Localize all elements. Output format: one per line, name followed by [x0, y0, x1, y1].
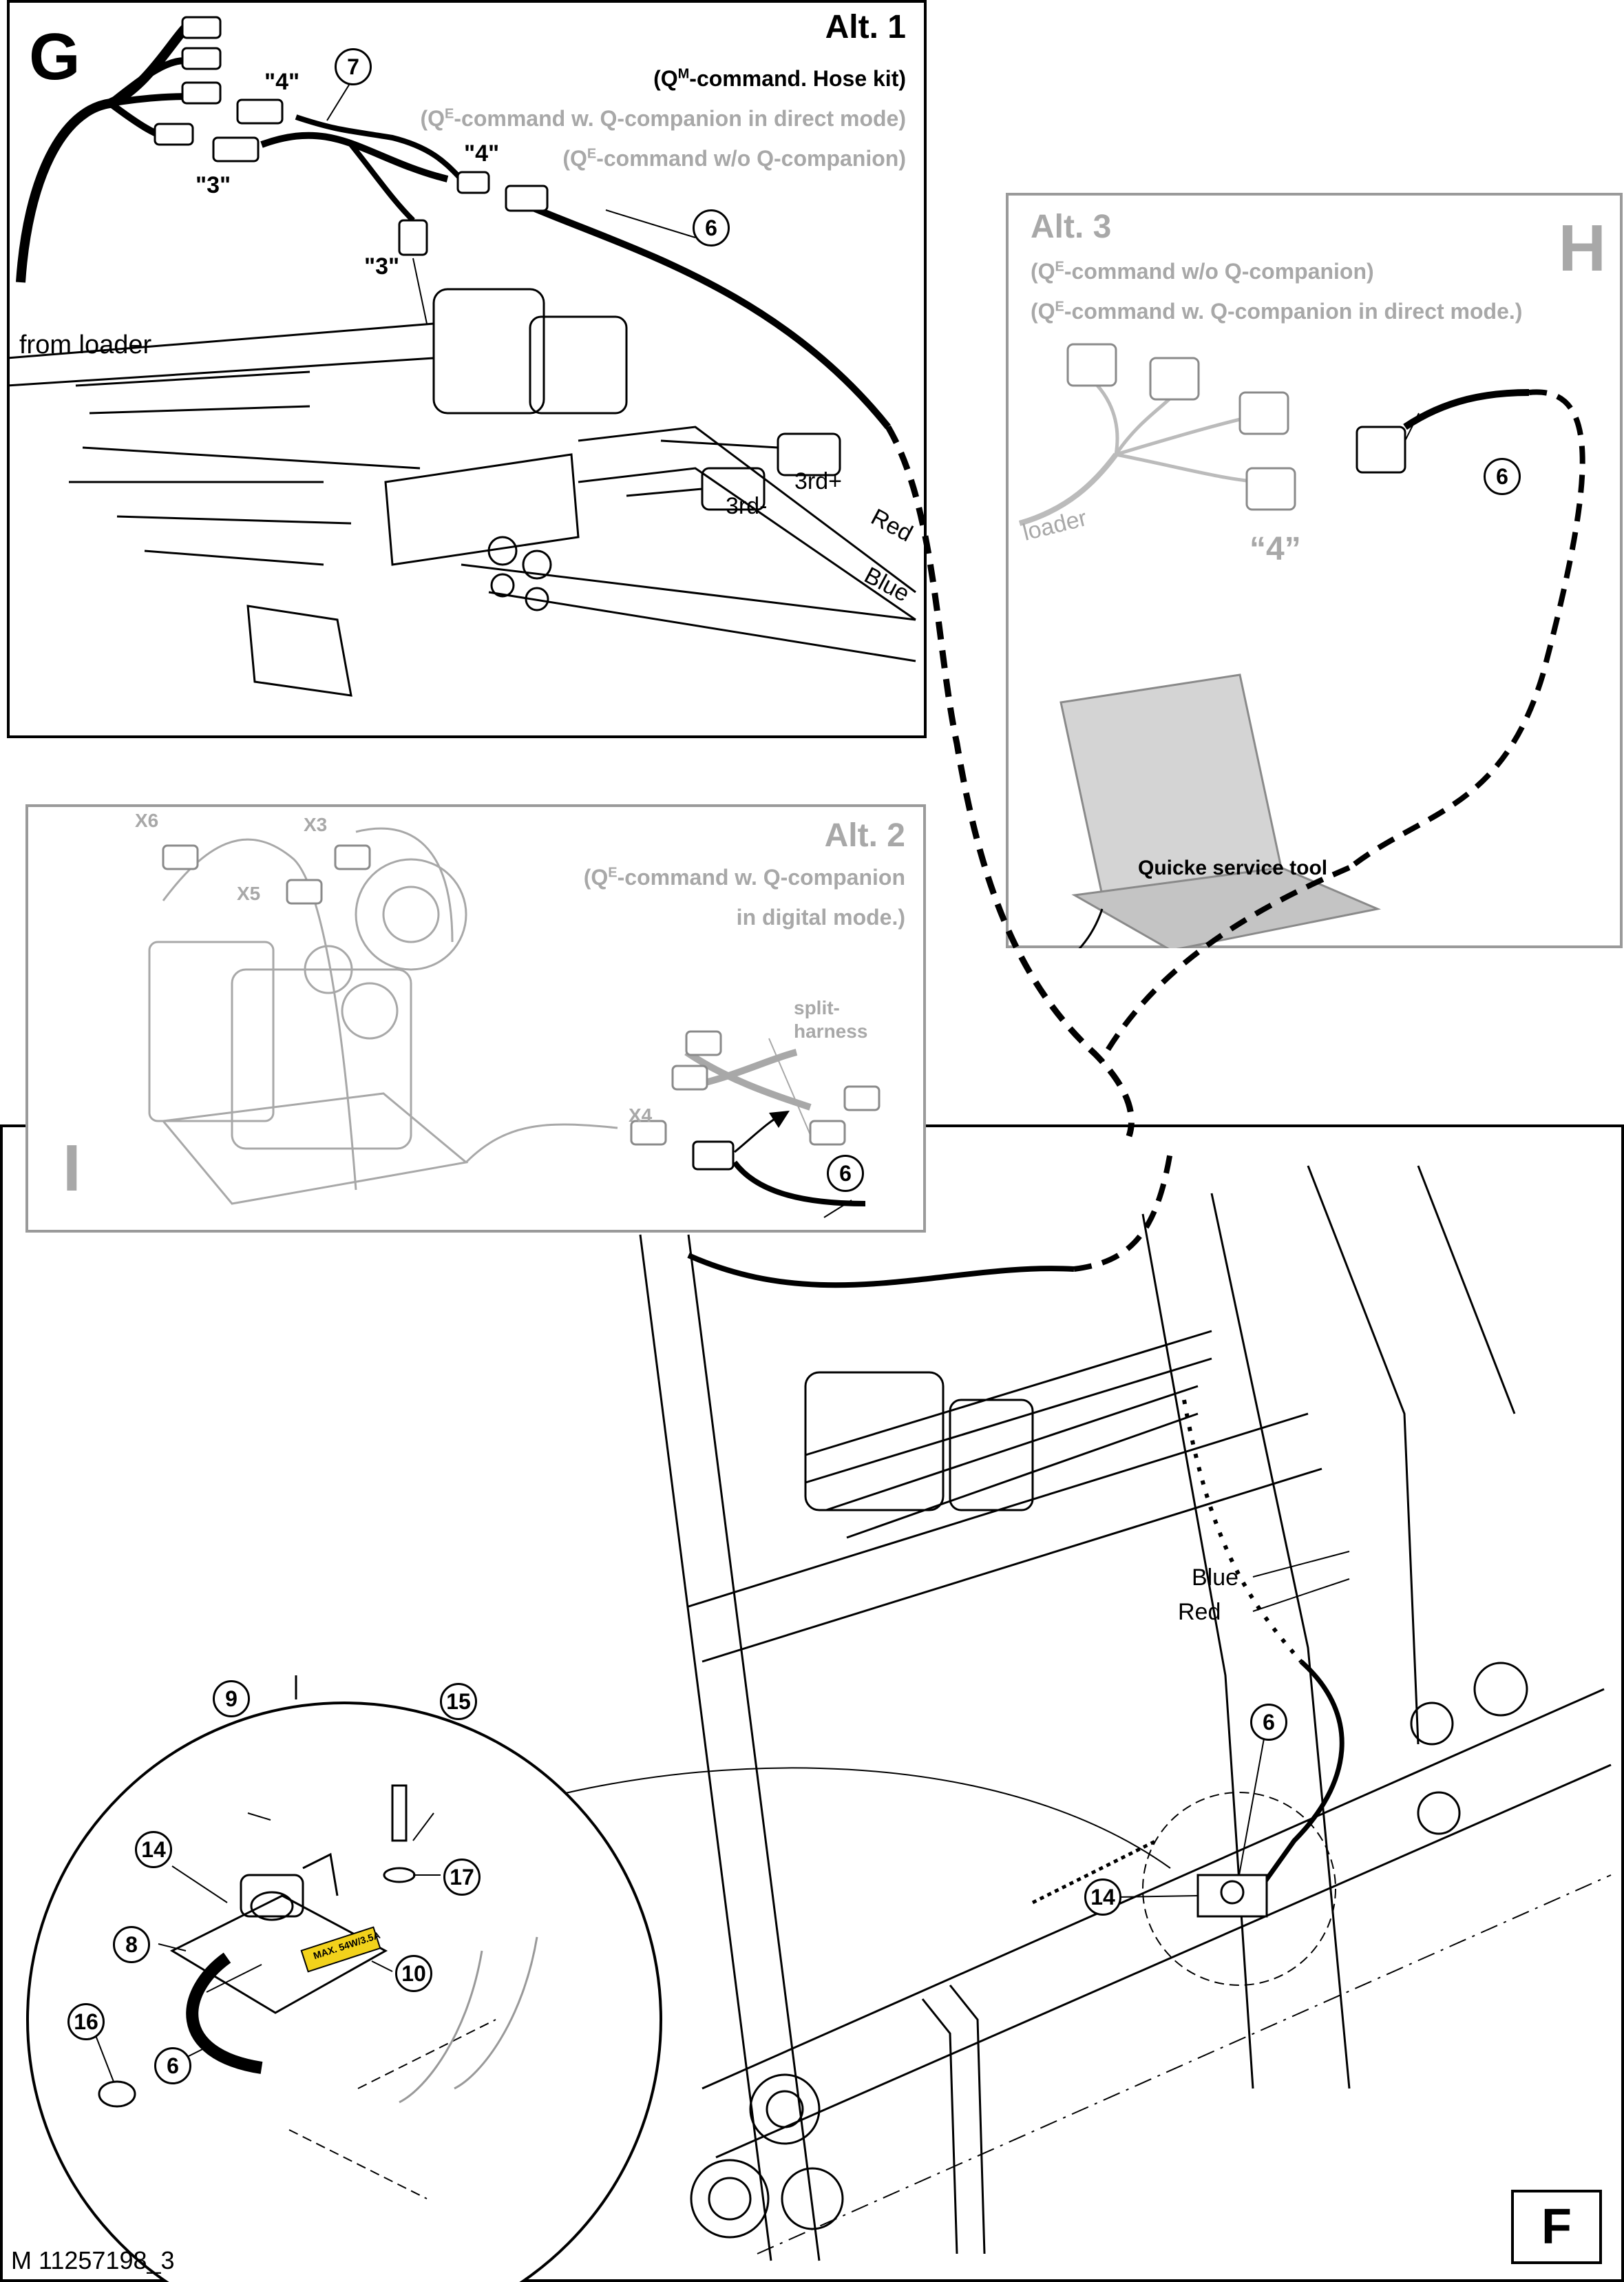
panel-g-drawing — [7, 16, 916, 697]
alt-2-line-2: in digital mode.) — [736, 905, 905, 930]
panel-letter-f: F — [1511, 2190, 1602, 2264]
panel-letter-g: G — [29, 20, 81, 94]
alt-1-line-1: (QM-command. Hose kit) — [653, 66, 906, 91]
callout-6: 6 — [827, 1155, 864, 1192]
connector-x3: X3 — [304, 814, 328, 835]
split-harness-label-2: harness — [794, 1020, 868, 1042]
panel-i-alt-2: I Alt. 2 (QE-command w. Q-companion in d… — [25, 804, 926, 1233]
detail-callout-16: 16 — [67, 2003, 105, 2040]
detail-callout-8: 8 — [113, 1926, 150, 1963]
connector-label-4a: "4" — [264, 69, 300, 95]
connector-label-4b: "4" — [464, 140, 500, 167]
callout-14: 14 — [1084, 1878, 1121, 1916]
connector-x5: X5 — [237, 883, 261, 904]
alt-1-title: Alt. 1 — [825, 9, 906, 45]
connector-label-3a: "3" — [196, 172, 231, 198]
callout-6: 6 — [693, 209, 730, 247]
from-loader-label: from loader — [19, 331, 152, 359]
connector-x6: X6 — [135, 810, 159, 831]
split-harness-label-1: split- — [794, 997, 840, 1018]
detail-callout-14: 14 — [135, 1831, 172, 1868]
alt-1-line-3: (QE-command w/o Q-companion) — [562, 146, 906, 171]
figure-number: M 11257198_3 — [11, 2246, 175, 2274]
panel-letter-h: H — [1558, 211, 1606, 285]
connector-label-4: “4” — [1249, 531, 1301, 567]
detail-callout-15: 15 — [440, 1683, 477, 1720]
wire-label-blue: Blue — [1192, 1564, 1239, 1591]
panel-f-drawing — [26, 1151, 1612, 2282]
connector-x4: X4 — [629, 1105, 653, 1126]
detail-callout-17: 17 — [443, 1859, 481, 1896]
callout-6: 6 — [1250, 1704, 1287, 1741]
panel-f-main-view: Blue Red 6 14 9 15 14 17 8 10 16 6 MAX. … — [0, 1124, 1624, 2282]
detail-callout-10: 10 — [395, 1955, 432, 1992]
panel-h-alt-3: H Alt. 3 (QE-command w/o Q-companion) (Q… — [1006, 193, 1623, 948]
panel-letter-i: I — [63, 1131, 81, 1205]
alt-2-line-1: (QE-command w. Q-companion — [583, 865, 905, 890]
wire-label-red: Red — [1178, 1599, 1221, 1625]
alt-3-title: Alt. 3 — [1031, 209, 1112, 245]
alt-3-line-2: (QE-command w. Q-companion in direct mod… — [1031, 299, 1523, 324]
quicke-service-tool-label: Quicke service tool — [1138, 857, 1328, 879]
panel-g-alt-1: G Alt. 1 (QM-command. Hose kit) (QE-comm… — [7, 0, 927, 738]
detail-callout-9: 9 — [213, 1680, 250, 1717]
callout-7: 7 — [335, 48, 372, 85]
alt-1-line-2: (QE-command w. Q-companion in direct mod… — [420, 106, 906, 131]
detail-callout-6: 6 — [154, 2047, 191, 2084]
callout-6: 6 — [1484, 458, 1521, 495]
hose-label-3rd-plus: 3rd+ — [794, 468, 842, 494]
connector-label-3b: "3" — [364, 253, 400, 280]
alt-3-line-1: (QE-command w/o Q-companion) — [1031, 259, 1374, 284]
hose-label-3rd-minus: 3rd- — [726, 493, 768, 519]
panel-i-drawing — [148, 827, 880, 1218]
alt-2-title: Alt. 2 — [824, 817, 905, 854]
